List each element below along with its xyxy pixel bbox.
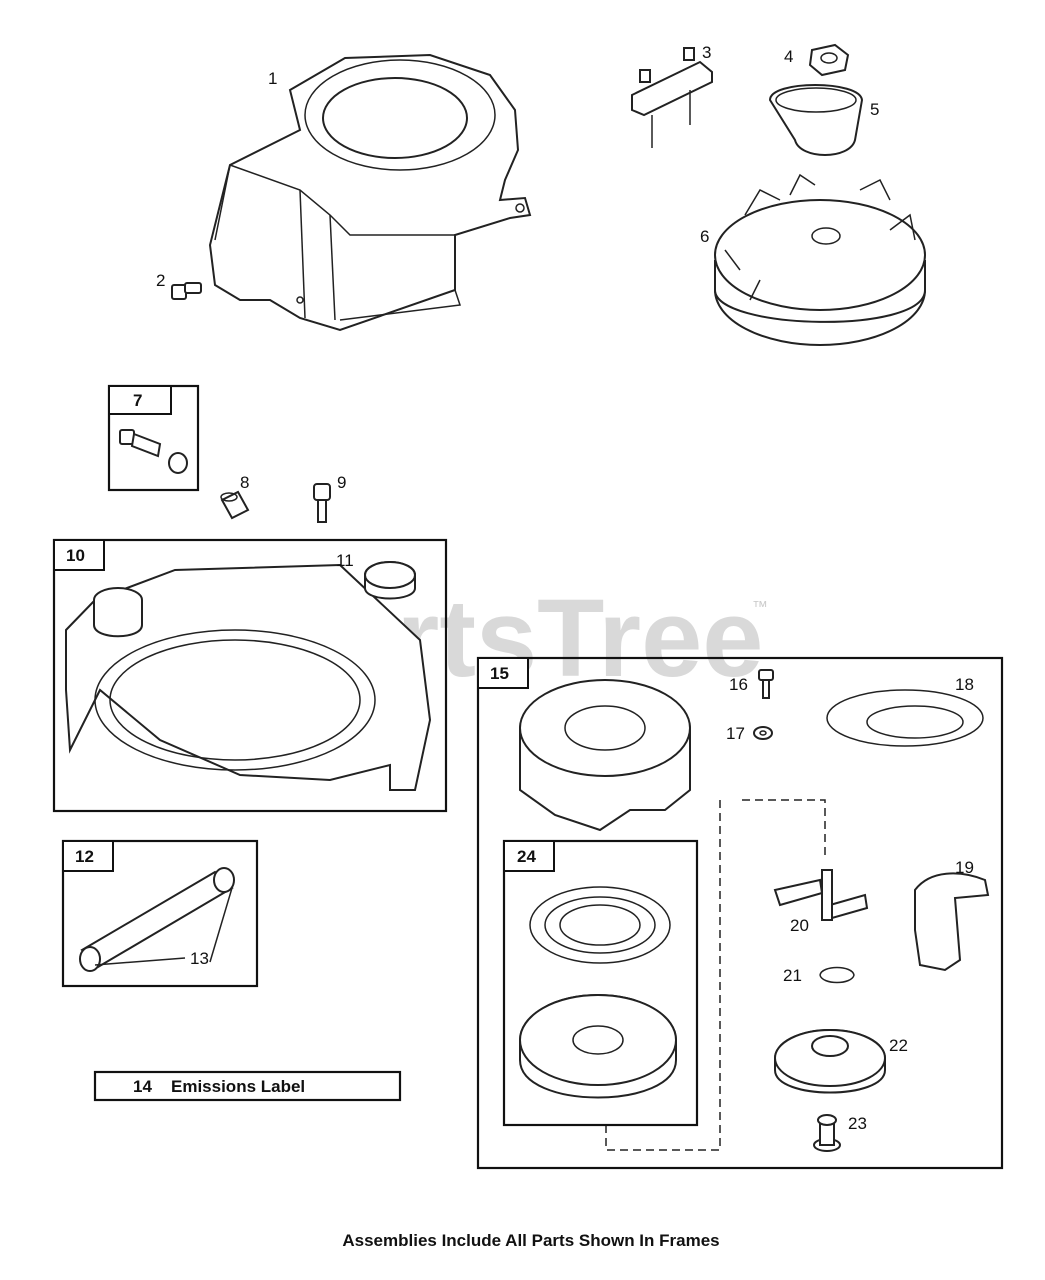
part-21-retainer-ring[interactable] [819,966,855,984]
part-11-fuel-cap[interactable] [364,561,416,600]
part-6-flywheel[interactable] [714,173,926,346]
part-14-emissions-label-box[interactable] [93,1070,402,1102]
part-label-2: 2 [156,271,165,290]
frame-12 [61,839,259,988]
part-label-3: 3 [702,43,711,62]
watermark-trademark: ™ [752,599,768,616]
assembly-dashed-line [605,799,826,1151]
part-1-blower-housing[interactable] [208,53,532,332]
frame-24 [502,839,699,1127]
part-12-fuel-line[interactable] [79,867,235,972]
frame-15 [476,656,1004,1170]
part-label-19: 19 [955,858,974,877]
part-label-1: 1 [268,69,277,88]
part-label-18: 18 [955,675,974,694]
part-20-pawl[interactable] [773,869,869,921]
part-label-16: 16 [729,675,748,694]
frame-24-tag [503,840,555,872]
frame-10-tag [53,539,105,571]
part-22-ratchet[interactable] [774,1029,886,1094]
part-7-bolt[interactable] [119,429,188,474]
part-label-15: 15 [490,664,509,683]
part-19-starter-handle[interactable] [914,872,990,972]
part-label-11: 11 [336,551,354,570]
footer-note: Assemblies Include All Parts Shown In Fr… [342,1231,719,1250]
frame-10 [52,538,448,813]
part-15-starter-housing[interactable] [519,679,691,832]
part-24-spring-and-pulley[interactable] [519,886,677,1099]
part-label-4: 4 [784,47,793,66]
part-label-7: 7 [133,391,142,410]
part-23-screw[interactable] [813,1114,841,1152]
part-label-13: 13 [190,949,209,968]
part-label-10: 10 [66,546,85,565]
part-4-nut[interactable] [808,43,850,77]
frame-15-tag [477,657,529,689]
part-label-20: 20 [790,916,809,935]
part-label-22: 22 [889,1036,908,1055]
part-name-14: Emissions Label [171,1077,305,1096]
frame-12-tag [62,840,114,872]
part-18-rope[interactable] [826,689,984,747]
part-2-screw[interactable] [171,282,202,300]
part-label-8: 8 [240,473,249,492]
part-label-17: 17 [726,724,745,743]
part-label-9: 9 [337,473,346,492]
part-label-21: 21 [783,966,802,985]
part-13-hose-clamps[interactable] [94,887,233,966]
part-16-screw[interactable] [758,669,774,699]
part-8-bushing[interactable] [220,490,250,520]
part-label-23: 23 [848,1114,867,1133]
part-17-washer[interactable] [753,726,773,740]
part-5-starter-cup[interactable] [768,84,864,156]
part-label-6: 6 [700,227,709,246]
part-9-stud[interactable] [313,483,331,523]
part-3-armature[interactable] [631,47,713,148]
frame-7-tag [108,385,172,415]
part-label-14: 14 [133,1077,152,1096]
part-10-fuel-tank[interactable] [65,563,432,791]
part-label-12: 12 [75,847,94,866]
part-label-5: 5 [870,100,879,119]
part-label-24: 24 [517,847,536,866]
